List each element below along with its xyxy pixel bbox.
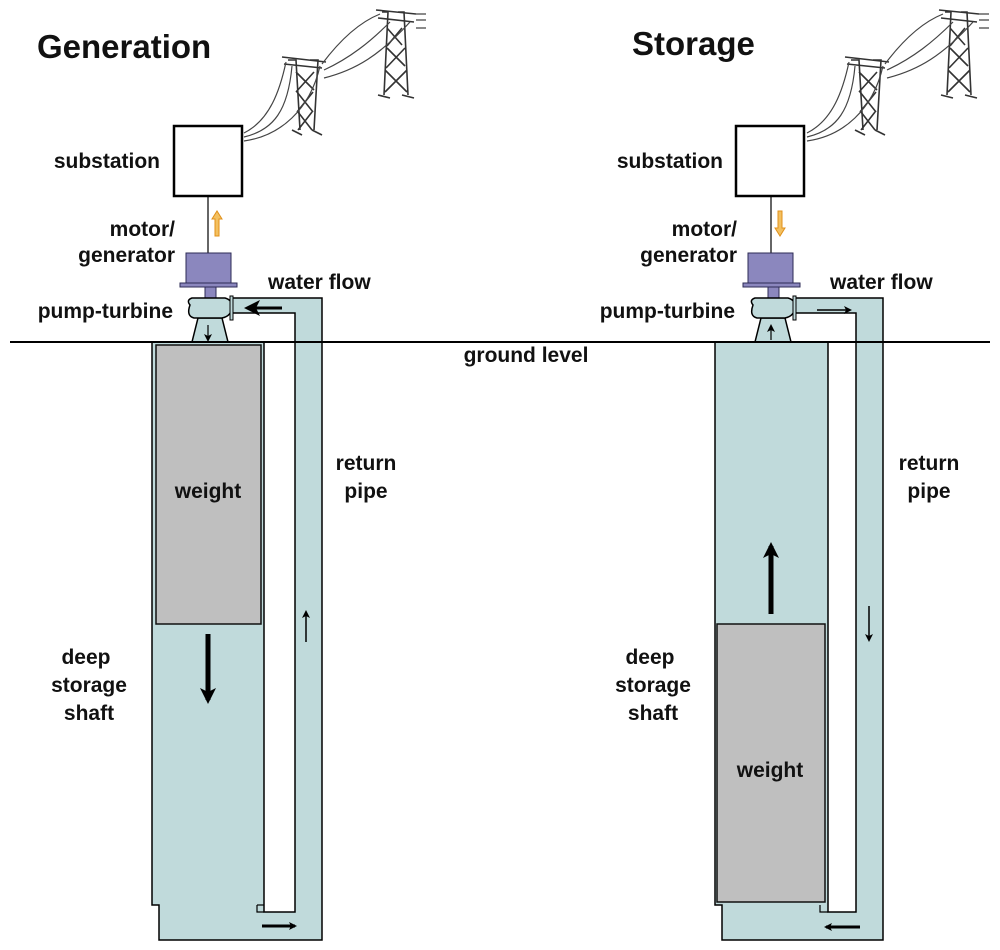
generation-title: Generation xyxy=(37,28,211,65)
return-pipe-label-line2: pipe xyxy=(907,480,950,503)
weight-label: weight xyxy=(174,480,242,503)
pump-turbine-icon xyxy=(750,295,797,343)
water-flow-label: water flow xyxy=(267,271,371,294)
shaft-label-line1: deep xyxy=(625,646,674,669)
motor-label-line2: generator xyxy=(640,244,737,267)
power-lines-icon xyxy=(243,9,427,142)
shaft-label-line1: deep xyxy=(61,646,110,669)
pump-turbine-icon xyxy=(187,295,234,343)
weight-block xyxy=(155,344,262,625)
shaft-label-line3: shaft xyxy=(628,702,678,725)
ground-level-label: ground level xyxy=(464,344,589,367)
motor-generator-icon xyxy=(742,252,801,300)
motor-label-line1: motor/ xyxy=(672,218,737,241)
substation-box xyxy=(734,124,806,198)
storage-panel: Storage substation motor/ generator pump… xyxy=(600,9,990,941)
motor-label-line1: motor/ xyxy=(110,218,175,241)
storage-title: Storage xyxy=(632,25,755,62)
power-down-arrow-icon xyxy=(774,210,786,237)
power-up-arrow-icon xyxy=(211,210,223,237)
substation-box xyxy=(172,124,244,198)
generation-panel: Generation substation motor/ generator p… xyxy=(37,9,427,941)
water-flow-label: water flow xyxy=(829,271,933,294)
return-pipe-label-line1: return xyxy=(899,452,960,475)
pump-turbine-label: pump-turbine xyxy=(38,300,173,323)
substation-label: substation xyxy=(54,150,160,173)
weight-label: weight xyxy=(736,759,804,782)
return-pipe-label-line1: return xyxy=(336,452,397,475)
shaft-label-line2: storage xyxy=(615,674,691,697)
shaft-label-line2: storage xyxy=(51,674,127,697)
return-pipe-label-line2: pipe xyxy=(344,480,387,503)
shaft-label-line3: shaft xyxy=(64,702,114,725)
weight-block xyxy=(716,623,826,903)
motor-generator-icon xyxy=(179,252,238,300)
motor-label-line2: generator xyxy=(78,244,175,267)
power-lines-icon xyxy=(806,9,990,142)
substation-label: substation xyxy=(617,150,723,173)
pump-turbine-label: pump-turbine xyxy=(600,300,735,323)
